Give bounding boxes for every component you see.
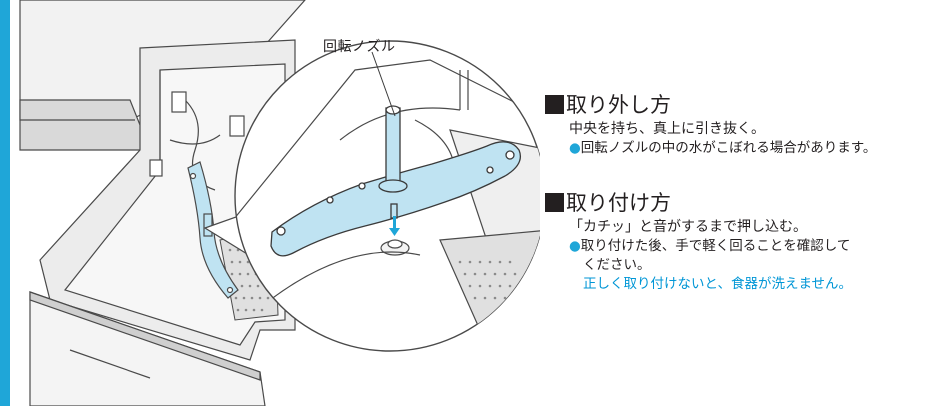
installation-section: 取り付け方 「カチッ」と音がするまで押し込む。 ●取り付けた後、手で軽く回ること… bbox=[545, 190, 852, 294]
installation-warning: 正しく取り付けないと、食器が洗えません。 bbox=[583, 276, 853, 292]
callout-leader-line bbox=[371, 51, 396, 117]
dishwasher-illustration bbox=[19, 0, 540, 406]
installation-heading: 取り付け方 bbox=[545, 190, 852, 216]
accent-bar bbox=[0, 0, 10, 406]
removal-section: 取り外し方 中央を持ち、真上に引き抜く。 ●回転ノズルの中の水がこぼれる場合があ… bbox=[545, 92, 876, 158]
installation-note-line2: ください。 bbox=[583, 257, 651, 273]
note-bullet-icon: ● bbox=[569, 238, 581, 254]
removal-note: ●回転ノズルの中の水がこぼれる場合があります。 bbox=[545, 139, 876, 158]
removal-heading-text: 取り外し方 bbox=[566, 93, 671, 117]
note-bullet-icon: ● bbox=[569, 140, 581, 156]
square-bullet-icon bbox=[545, 193, 564, 212]
drawer-front bbox=[29, 291, 266, 406]
installation-heading-text: 取り付け方 bbox=[566, 191, 671, 215]
installation-instruction: 「カチッ」と音がするまで押し込む。 bbox=[569, 219, 807, 235]
removal-instruction: 中央を持ち、真上に引き抜く。 bbox=[569, 121, 765, 137]
removal-heading: 取り外し方 bbox=[545, 92, 876, 118]
nozzle-callout-label: 回転ノズル bbox=[323, 39, 396, 55]
installation-note-text: 取り付けた後、手で軽く回ることを確認して bbox=[580, 238, 851, 254]
insert-arrow-icon bbox=[389, 216, 400, 236]
installation-note-line1: ●取り付けた後、手で軽く回ることを確認して bbox=[545, 237, 852, 256]
removal-note-text: 回転ノズルの中の水がこぼれる場合があります。 bbox=[580, 140, 877, 156]
square-bullet-icon bbox=[545, 95, 564, 114]
